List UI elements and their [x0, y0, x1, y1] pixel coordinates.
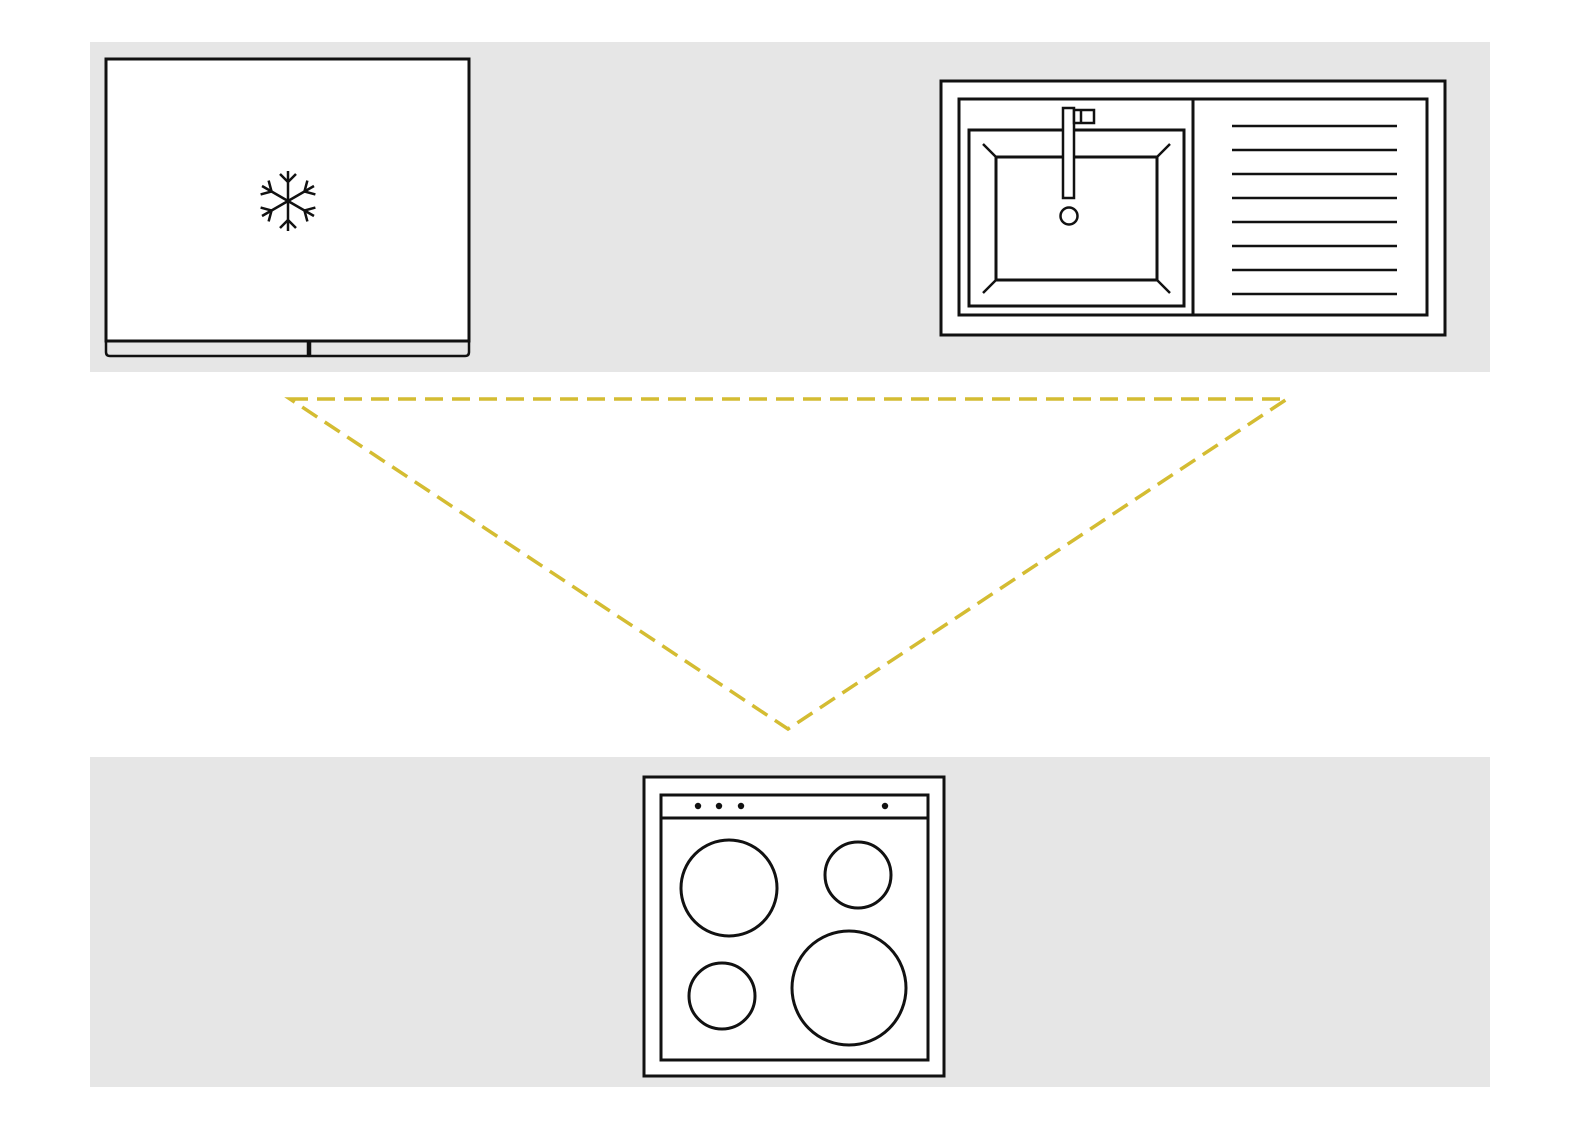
basin-corner — [982, 143, 997, 158]
fridge — [104, 57, 471, 358]
stove-cooktop — [659, 793, 930, 1062]
faucet-icon — [1059, 106, 1096, 226]
stove-body — [642, 775, 946, 1078]
indicator-dot — [694, 802, 702, 810]
sink-basin-rim — [967, 128, 1186, 308]
indicator-dot — [737, 802, 745, 810]
burner-small-right — [823, 840, 893, 910]
fridge-door-right — [308, 341, 471, 358]
work-triangle — [284, 397, 1293, 732]
snowflake-icon — [260, 171, 316, 231]
burner-small-left — [687, 961, 757, 1031]
sink — [939, 79, 1447, 337]
fridge-door-left — [104, 341, 310, 358]
basin-corner — [982, 279, 997, 294]
basin-corner — [1156, 279, 1171, 294]
indicator-dot — [881, 802, 889, 810]
burner-large-right — [790, 929, 908, 1047]
sink-basin — [994, 155, 1159, 282]
burner-large-left — [679, 838, 779, 938]
drainboard-ridges — [1232, 124, 1397, 296]
indicator-dot — [715, 802, 723, 810]
stove — [642, 775, 946, 1078]
basin-corner — [1156, 143, 1171, 158]
fridge-body — [104, 57, 471, 343]
